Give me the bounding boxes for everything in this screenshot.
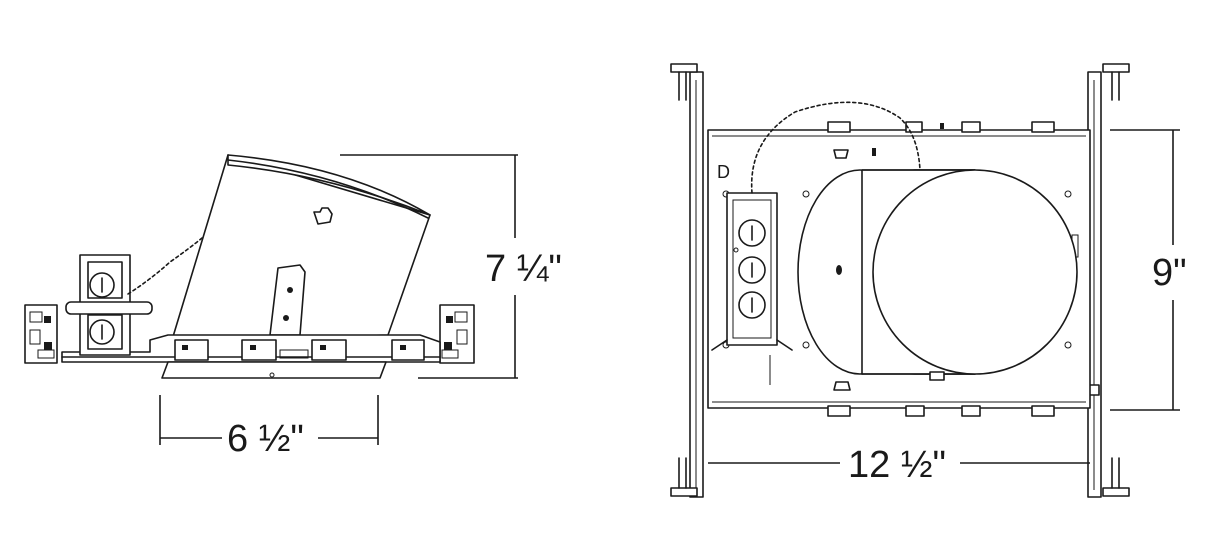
side-housing-can bbox=[171, 154, 431, 341]
dim-plan-depth-label: 9" bbox=[1152, 252, 1187, 294]
plan-right-bar-hanger bbox=[1082, 63, 1130, 498]
dim-plan-width: 12 ½" bbox=[708, 444, 1090, 486]
dim-side-height-label: 7 ¼" bbox=[485, 248, 562, 290]
side-right-hanger bbox=[439, 304, 475, 364]
side-plate bbox=[61, 334, 441, 379]
dim-side-depth: 6 ½" bbox=[159, 395, 379, 460]
dim-plan-depth: 9" bbox=[1110, 129, 1187, 411]
plan-flex-conduit bbox=[750, 101, 921, 194]
side-view: 7 ¼" 6 ½" bbox=[24, 154, 562, 460]
side-junction-box bbox=[65, 254, 153, 356]
side-left-hanger bbox=[24, 304, 58, 364]
side-flex-conduit bbox=[127, 237, 203, 295]
dim-plan-width-label: 12 ½" bbox=[848, 444, 946, 486]
plan-view: D bbox=[670, 63, 1187, 498]
plan-housing-can bbox=[797, 169, 1078, 381]
dim-side-height: 7 ¼" bbox=[340, 154, 562, 379]
dim-side-depth-label: 6 ½" bbox=[227, 418, 304, 460]
plan-left-bar-hanger bbox=[670, 63, 704, 498]
svg-text:D: D bbox=[717, 162, 730, 182]
